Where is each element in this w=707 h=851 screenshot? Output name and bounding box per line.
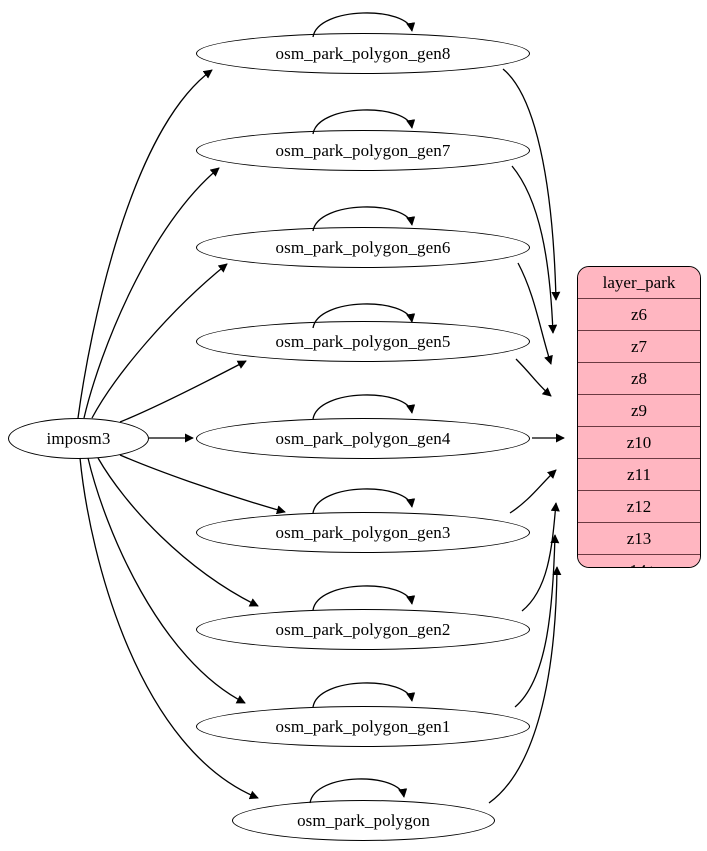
node-osm-park-polygon-gen7-label: osm_park_polygon_gen7 <box>275 141 451 160</box>
node-osm-park-polygon-gen1[interactable]: osm_park_polygon_gen1 <box>196 706 530 747</box>
edge-imposm3-to-osm-park-polygon <box>79 457 259 800</box>
node-osm-park-polygon-gen3[interactable]: osm_park_polygon_gen3 <box>196 512 530 553</box>
layer-park-row-z6[interactable]: z6 <box>578 299 700 331</box>
edge-osm-park-polygon-to-z14 <box>488 566 562 804</box>
node-imposm3-label: imposm3 <box>46 429 111 448</box>
layer-park-row-z12[interactable]: z12 <box>578 491 700 523</box>
edge-imposm3-to-gen7 <box>83 167 220 419</box>
layer-park-row-z11[interactable]: z11 <box>578 459 700 491</box>
edge-gen7-to-z7 <box>511 165 558 334</box>
node-osm-park-polygon-gen4-label: osm_park_polygon_gen4 <box>275 429 451 448</box>
edge-imposm3-to-gen8 <box>77 69 213 419</box>
layer-park-row-z10[interactable]: z10 <box>578 427 700 459</box>
node-osm-park-polygon[interactable]: osm_park_polygon <box>232 800 495 841</box>
node-osm-park-polygon-gen8[interactable]: osm_park_polygon_gen8 <box>196 33 530 74</box>
self-loop-gen6 <box>312 206 416 232</box>
self-loop-gen2 <box>312 585 416 611</box>
node-osm-park-polygon-gen5-label: osm_park_polygon_gen5 <box>275 332 451 351</box>
edge-imposm3-to-gen1 <box>87 457 246 704</box>
edge-imposm3-to-gen2 <box>97 457 259 607</box>
self-loop-gen7 <box>312 109 416 135</box>
self-loop-gen4 <box>312 394 416 420</box>
node-imposm3[interactable]: imposm3 <box>8 418 149 459</box>
layer-park-header: layer_park <box>578 267 700 299</box>
edge-gen8-to-z6 <box>502 68 561 301</box>
node-osm-park-polygon-gen7[interactable]: osm_park_polygon_gen7 <box>196 130 530 171</box>
edge-gen2-to-z12 <box>521 502 560 612</box>
layer-park-row-z7[interactable]: z7 <box>578 331 700 363</box>
edge-imposm3-to-gen5 <box>119 360 247 423</box>
edge-gen1-to-z13 <box>514 534 560 708</box>
self-loop-gen1 <box>312 682 416 708</box>
node-osm-park-polygon-gen6-label: osm_park_polygon_gen6 <box>275 238 451 257</box>
edge-gen3-to-z11 <box>509 469 557 514</box>
edge-imposm3-to-gen6 <box>91 263 228 419</box>
self-loop-gen8 <box>312 12 416 38</box>
layer-park-row-z14plus[interactable]: z14+ <box>578 555 700 567</box>
layer-park-row-z13[interactable]: z13 <box>578 523 700 555</box>
layer-park-row-z9[interactable]: z9 <box>578 395 700 427</box>
node-osm-park-polygon-label: osm_park_polygon <box>297 811 430 830</box>
self-loop-gen3 <box>312 488 416 514</box>
node-osm-park-polygon-gen3-label: osm_park_polygon_gen3 <box>275 523 451 542</box>
node-osm-park-polygon-gen5[interactable]: osm_park_polygon_gen5 <box>196 321 530 362</box>
node-osm-park-polygon-gen2[interactable]: osm_park_polygon_gen2 <box>196 609 530 650</box>
node-layer-park-table[interactable]: layer_park z6 z7 z8 z9 z10 z11 z12 z13 z… <box>577 266 701 568</box>
node-osm-park-polygon-gen6[interactable]: osm_park_polygon_gen6 <box>196 227 530 268</box>
node-osm-park-polygon-gen1-label: osm_park_polygon_gen1 <box>275 717 451 736</box>
edge-gen6-to-z8 <box>517 262 553 365</box>
edge-gen5-to-z9 <box>515 358 552 397</box>
node-osm-park-polygon-gen8-label: osm_park_polygon_gen8 <box>275 44 451 63</box>
edge-imposm3-to-gen3 <box>119 454 286 515</box>
self-loop-osm-park-polygon <box>309 778 408 804</box>
node-osm-park-polygon-gen2-label: osm_park_polygon_gen2 <box>275 620 451 639</box>
self-loop-gen5 <box>312 303 416 329</box>
node-osm-park-polygon-gen4[interactable]: osm_park_polygon_gen4 <box>196 418 530 459</box>
layer-park-row-z8[interactable]: z8 <box>578 363 700 395</box>
